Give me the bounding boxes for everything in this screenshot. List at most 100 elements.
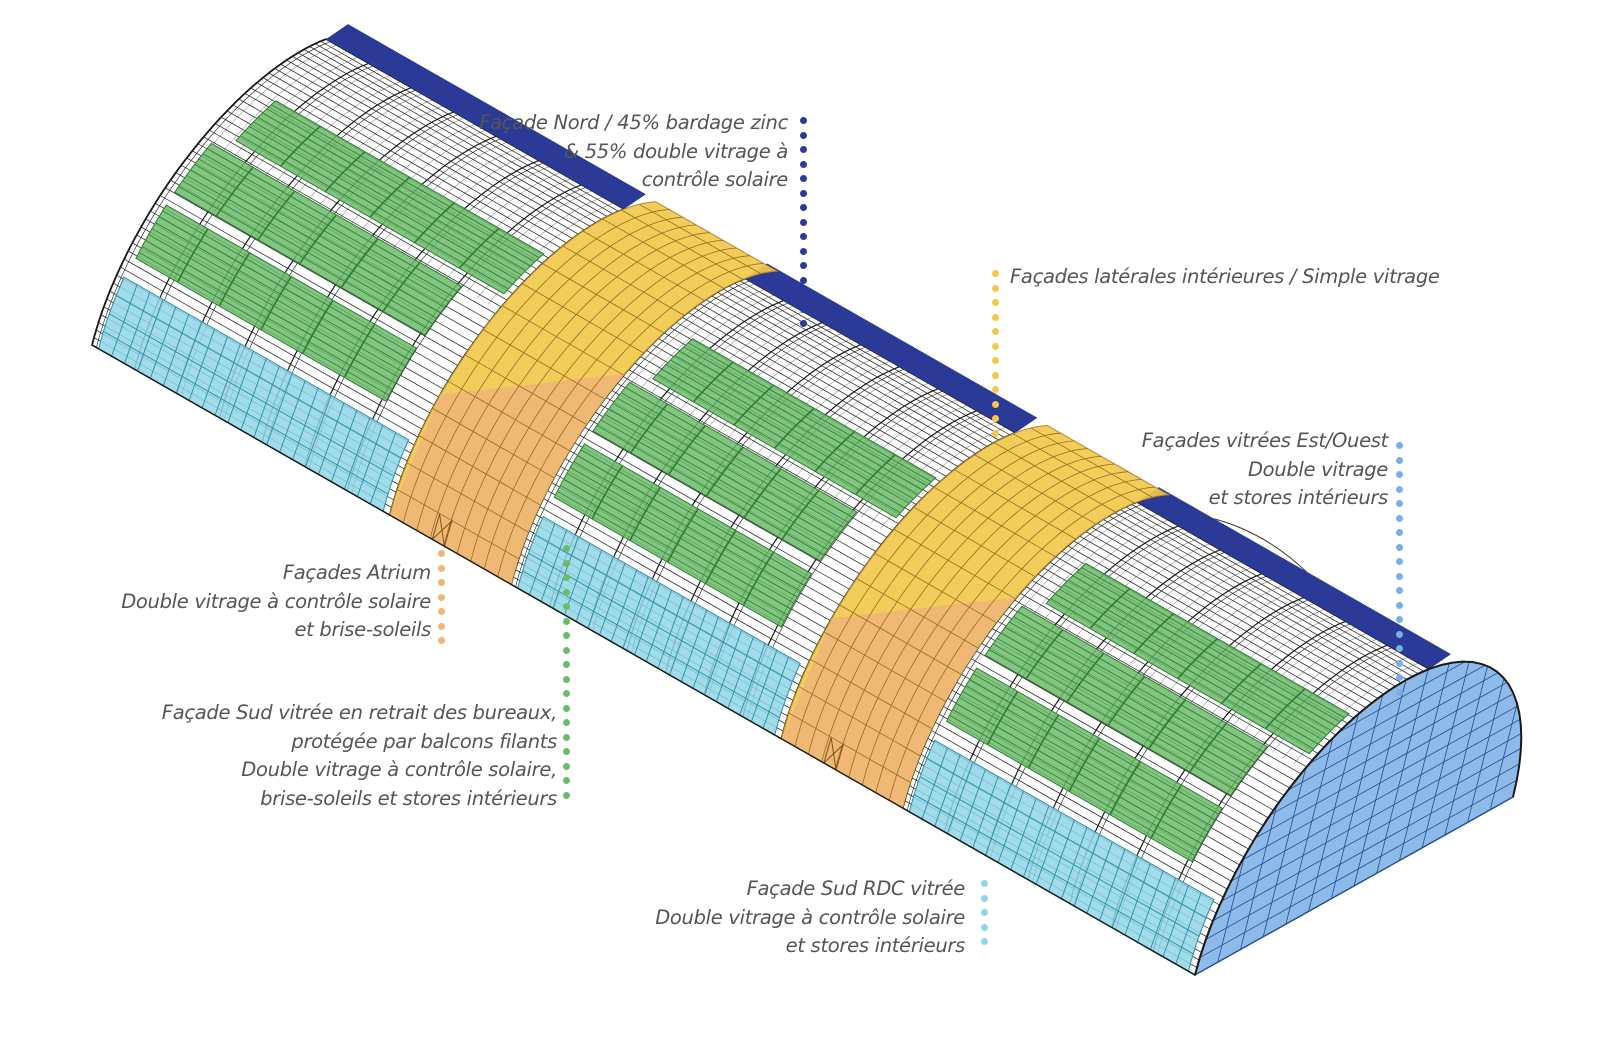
rdc-mullion-col <box>253 365 280 438</box>
leader-dot <box>992 299 999 306</box>
office-rib <box>773 407 815 449</box>
end-mullion-horizontal <box>1212 727 1522 907</box>
leader-dot <box>438 564 445 572</box>
office-rib <box>324 151 366 193</box>
office-rib <box>382 261 421 312</box>
leader-dot <box>563 646 570 654</box>
atrium-grid-col <box>402 209 670 523</box>
leader-dot <box>992 386 999 393</box>
atrium-grid-row <box>823 631 946 702</box>
atrium-grid-col <box>834 455 1102 770</box>
leader-dot <box>438 579 445 586</box>
office-rib <box>299 214 338 265</box>
atrium-grid-row <box>418 435 541 506</box>
rdc-mullion-col <box>634 583 661 656</box>
north-facade-band <box>326 24 646 210</box>
end-mullion-vertical <box>1376 661 1432 874</box>
leader-dot <box>800 218 807 226</box>
leader-dot <box>563 675 570 683</box>
leader-dot <box>800 276 807 284</box>
office-bays <box>98 100 1350 972</box>
panel-column-line <box>200 38 327 141</box>
atrium-grid-col <box>416 216 683 531</box>
office-rib <box>986 690 1019 746</box>
end-mullion-horizontal <box>1220 693 1522 873</box>
end-mullion-vertical <box>1421 661 1478 848</box>
rdc-mullion-col <box>727 636 754 709</box>
rdc-mullion-col <box>750 649 778 722</box>
rdc-mullion-col <box>552 536 579 609</box>
office-rib <box>1148 699 1187 750</box>
panel-row-line <box>539 506 810 662</box>
annotation-line: Façade Nord / 45% bardage zinc <box>479 111 788 134</box>
end-mullion-vertical <box>1353 669 1409 887</box>
end-mullion-horizontal <box>1225 676 1522 856</box>
leader-dot <box>981 909 988 916</box>
leader-dot <box>800 204 807 211</box>
leader-dot <box>981 894 988 902</box>
leader-dot <box>563 704 570 712</box>
rdc-mullion-row <box>919 776 1200 937</box>
atrium-grid-row <box>856 578 979 649</box>
leader-dot <box>800 262 807 269</box>
atrium-grid-row <box>874 552 997 623</box>
atrium-grid-row <box>933 486 1056 557</box>
rdc-mullion-col <box>227 350 254 423</box>
rdc-mullion-col <box>1175 892 1202 965</box>
atrium-grid-col <box>875 479 1142 793</box>
end-mullion-vertical <box>1467 661 1522 823</box>
end-mullion-horizontal <box>1229 661 1522 839</box>
office-rib <box>692 361 734 403</box>
office-rib <box>414 202 455 244</box>
office-rib <box>814 430 856 472</box>
rdc-mullion-col <box>1048 819 1075 892</box>
leader-dot <box>1396 645 1403 652</box>
leader-dot <box>992 313 999 321</box>
atrium-grid-col <box>821 448 1088 762</box>
rdc-mullion-col <box>1099 848 1126 921</box>
leader-north <box>800 117 808 327</box>
north-facade-band <box>745 263 1038 433</box>
leader-dot <box>800 175 807 182</box>
leader-dot <box>1396 529 1403 536</box>
annotation-line: Double vitrage à contrôle solaire, <box>241 758 557 781</box>
end-mullion-vertical <box>1308 695 1364 912</box>
rdc-mullion-row <box>535 534 793 683</box>
annotation-south-rdc: Façade Sud RDC vitrée Double vitrage à c… <box>655 875 965 961</box>
office-rib <box>340 238 379 288</box>
leader-dot <box>563 690 570 697</box>
end-mullion-horizontal <box>1207 745 1522 924</box>
east-end-facade <box>91 344 1523 977</box>
rdc-mullion-col <box>356 424 384 497</box>
rdc-mullion-col <box>946 761 974 834</box>
rdc-mullion-col <box>1010 798 1037 870</box>
office-rib <box>1264 688 1306 730</box>
rdc-mullion-col <box>279 380 306 453</box>
end-mullion-vertical <box>1330 682 1387 899</box>
annotation-atrium: Façades Atrium Double vitrage à contrôle… <box>121 559 431 645</box>
atrium-grid-row <box>1012 433 1135 504</box>
leader-dot <box>438 637 445 644</box>
leader-dot <box>800 160 807 168</box>
rdc-mullion-col <box>188 328 216 401</box>
rdc-mullion-col <box>680 609 708 682</box>
rdc-mullion-row <box>528 552 786 701</box>
rdc-mullion-col <box>715 629 743 702</box>
office-rib <box>742 551 775 606</box>
rdc-mullion-col <box>266 373 293 445</box>
rdc-mullion-row <box>109 313 395 477</box>
office-rib <box>215 166 254 217</box>
rdc-mullion-col <box>599 563 626 636</box>
leader-dot <box>1396 601 1403 609</box>
office-rib <box>1068 737 1101 792</box>
leader-dot <box>992 429 999 437</box>
leader-dot <box>992 284 999 292</box>
rdc-mullion-col <box>622 576 649 649</box>
annotation-line: brise-soleils et stores intérieurs <box>260 786 557 810</box>
rdc-mullion-col <box>529 523 556 596</box>
panel-column-line <box>211 44 337 147</box>
leader-dot <box>1396 456 1403 464</box>
office-rib <box>704 530 737 585</box>
annotation-line: Façades vitrées Est/Ouest <box>1141 429 1389 452</box>
